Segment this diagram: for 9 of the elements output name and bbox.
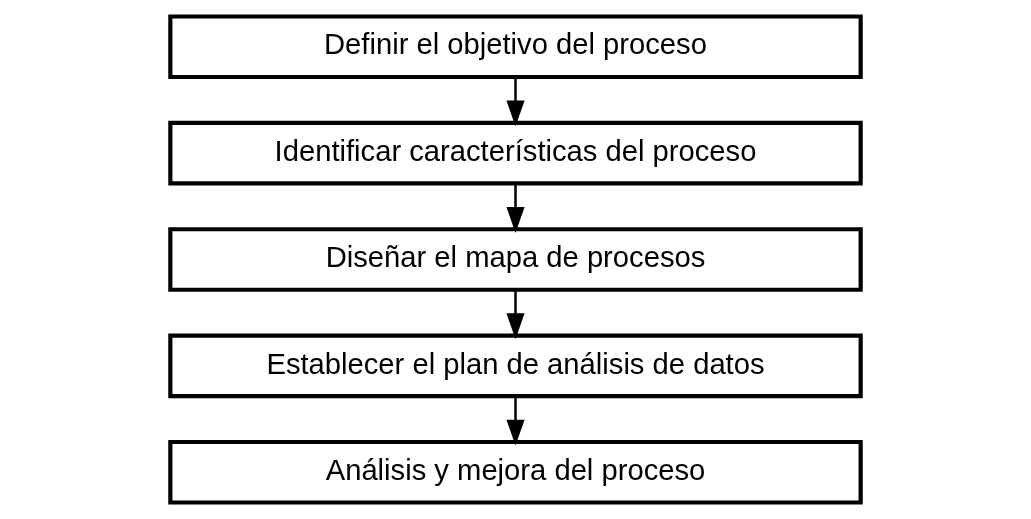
node-box: Diseñar el mapa de procesos (168, 227, 863, 292)
node-box: Establecer el plan de análisis de datos (168, 333, 863, 399)
arrow (506, 290, 525, 340)
arrow (506, 77, 525, 127)
arrow (506, 183, 525, 233)
arrow (506, 396, 525, 446)
node-box: Análisis y mejora del proceso (168, 439, 863, 505)
node-box: Definir el objetivo del proceso (168, 14, 863, 80)
node-box: Identificar características del proceso (168, 120, 863, 186)
